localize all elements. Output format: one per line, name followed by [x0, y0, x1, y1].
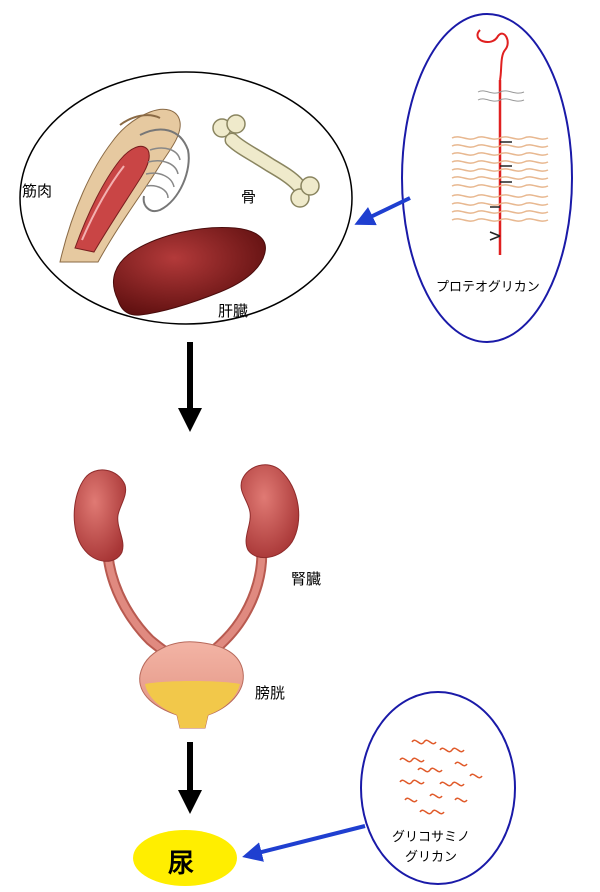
- label-bone: 骨: [241, 186, 256, 207]
- arrow-proteoglycan-to-organs: [358, 198, 410, 223]
- label-urine: 尿: [168, 843, 194, 880]
- right-kidney: [241, 465, 299, 558]
- label-proteoglycan: プロテオグリカン: [436, 276, 540, 295]
- left-kidney: [74, 470, 125, 561]
- label-gag-line1: グリコサミノ: [392, 826, 470, 845]
- arrow-organs-to-kidneys: [178, 342, 202, 432]
- arrow-bladder-to-urine: [178, 742, 202, 814]
- label-bladder: 膀胱: [255, 682, 285, 703]
- label-kidney: 腎臓: [291, 568, 321, 589]
- label-liver: 肝臓: [218, 300, 248, 321]
- label-muscle: 筋肉: [22, 180, 52, 201]
- label-gag-line2: グリカン: [405, 846, 457, 865]
- bladder-urine: [145, 681, 240, 728]
- arrow-gag-to-urine: [246, 826, 365, 856]
